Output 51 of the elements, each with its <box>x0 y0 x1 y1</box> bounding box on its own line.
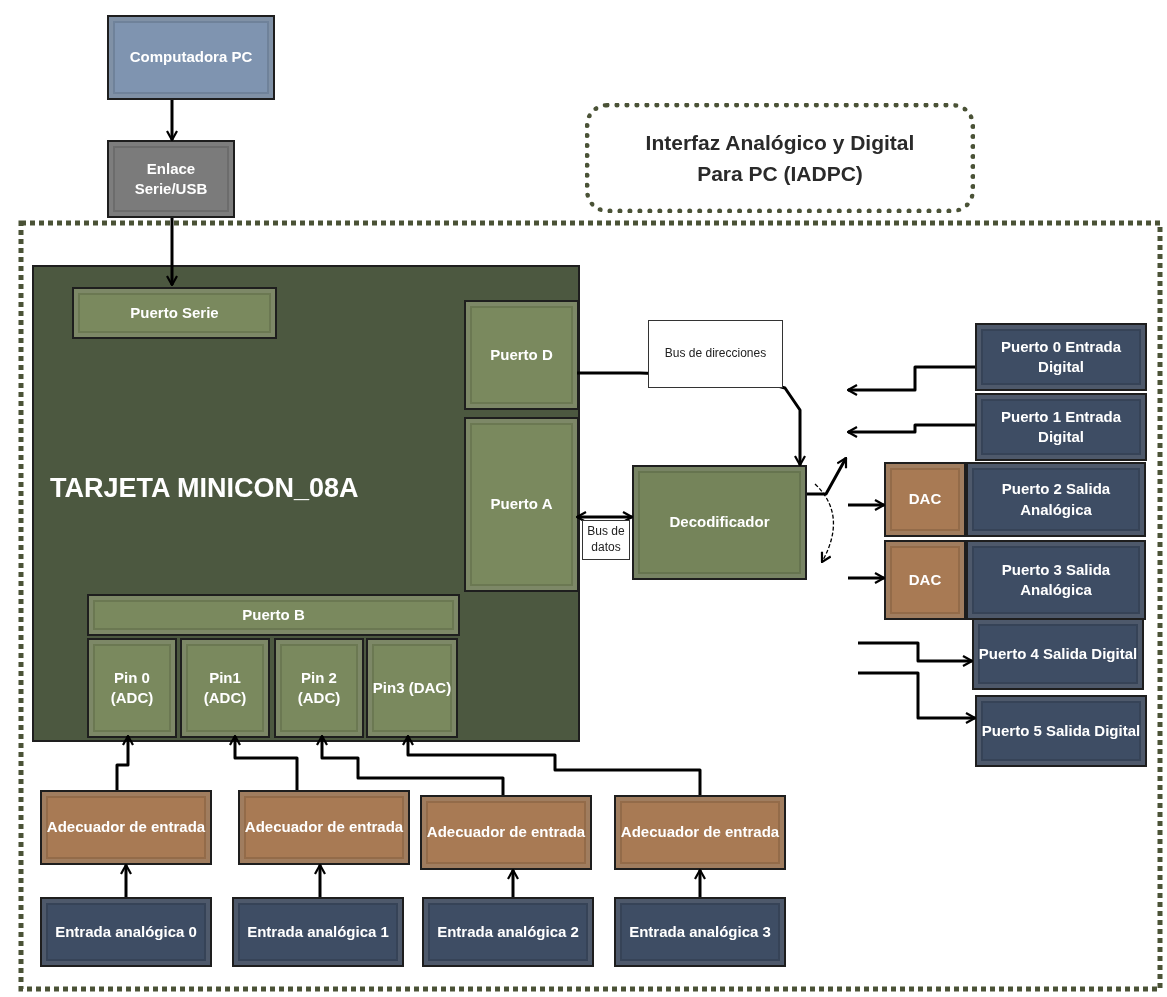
conditioner-block: Adecuador de entrada <box>420 795 592 870</box>
converter-block: DAC <box>884 462 966 537</box>
arrow <box>807 456 848 496</box>
port-block: Puerto 1 Entrada Digital <box>975 393 1147 461</box>
arrow <box>846 365 975 397</box>
arrow <box>401 734 702 795</box>
arrow <box>848 498 886 512</box>
arrow <box>506 868 520 897</box>
arrow <box>165 218 179 287</box>
input-block: Entrada analógica 2 <box>422 897 594 967</box>
port-block: Puerto A <box>464 417 579 592</box>
input-block: Entrada analógica 0 <box>40 897 212 967</box>
arrow <box>846 423 975 439</box>
converter-block: DAC <box>884 540 966 620</box>
arrow <box>228 734 299 790</box>
interface-region <box>18 100 1163 992</box>
arrow <box>575 510 634 524</box>
arrow <box>119 863 133 897</box>
arrow <box>858 671 977 725</box>
pin-block: Pin 2 (ADC) <box>274 638 364 738</box>
arrow <box>693 868 707 897</box>
port-block: Puerto 3 Salida Analógica <box>966 540 1146 620</box>
port-block: Puerto D <box>464 300 579 410</box>
arrow <box>315 734 505 795</box>
edge-label: Bus de datos <box>582 520 630 560</box>
pin-block: Pin 0 (ADC) <box>87 638 177 738</box>
port-block: Puerto B <box>87 594 460 636</box>
pin-block: Pin1 (ADC) <box>180 638 270 738</box>
board-block <box>32 265 580 742</box>
region-title: Interfaz Analógico y Digital Para PC (IADPC) <box>585 103 975 213</box>
arrow <box>848 571 886 585</box>
arrow <box>165 100 179 142</box>
edge-label: Bus de direcciones <box>648 320 783 388</box>
port-block: Puerto 2 Salida Analógica <box>966 462 1146 537</box>
port-block: Puerto 0 Entrada Digital <box>975 323 1147 391</box>
port-block: Puerto 5 Salida Digital <box>975 695 1147 767</box>
input-block: Entrada analógica 1 <box>232 897 404 967</box>
conditioner-block: Adecuador de entrada <box>614 795 786 870</box>
link-block: Enlace Serie/USB <box>107 140 235 218</box>
computer-block: Computadora PC <box>107 15 275 100</box>
conditioner-block: Adecuador de entrada <box>238 790 410 865</box>
arrow <box>115 734 135 790</box>
board-title: TARJETA MINICON_08A <box>50 472 359 505</box>
decoder-block: Decodificador <box>632 465 807 580</box>
pin-block: Pin3 (DAC) <box>366 638 458 738</box>
input-block: Entrada analógica 3 <box>614 897 786 967</box>
port-block: Puerto Serie <box>72 287 277 339</box>
port-block: Puerto 4 Salida Digital <box>972 618 1144 690</box>
conditioner-block: Adecuador de entrada <box>40 790 212 865</box>
arrow <box>313 863 327 897</box>
arrow <box>858 641 974 668</box>
